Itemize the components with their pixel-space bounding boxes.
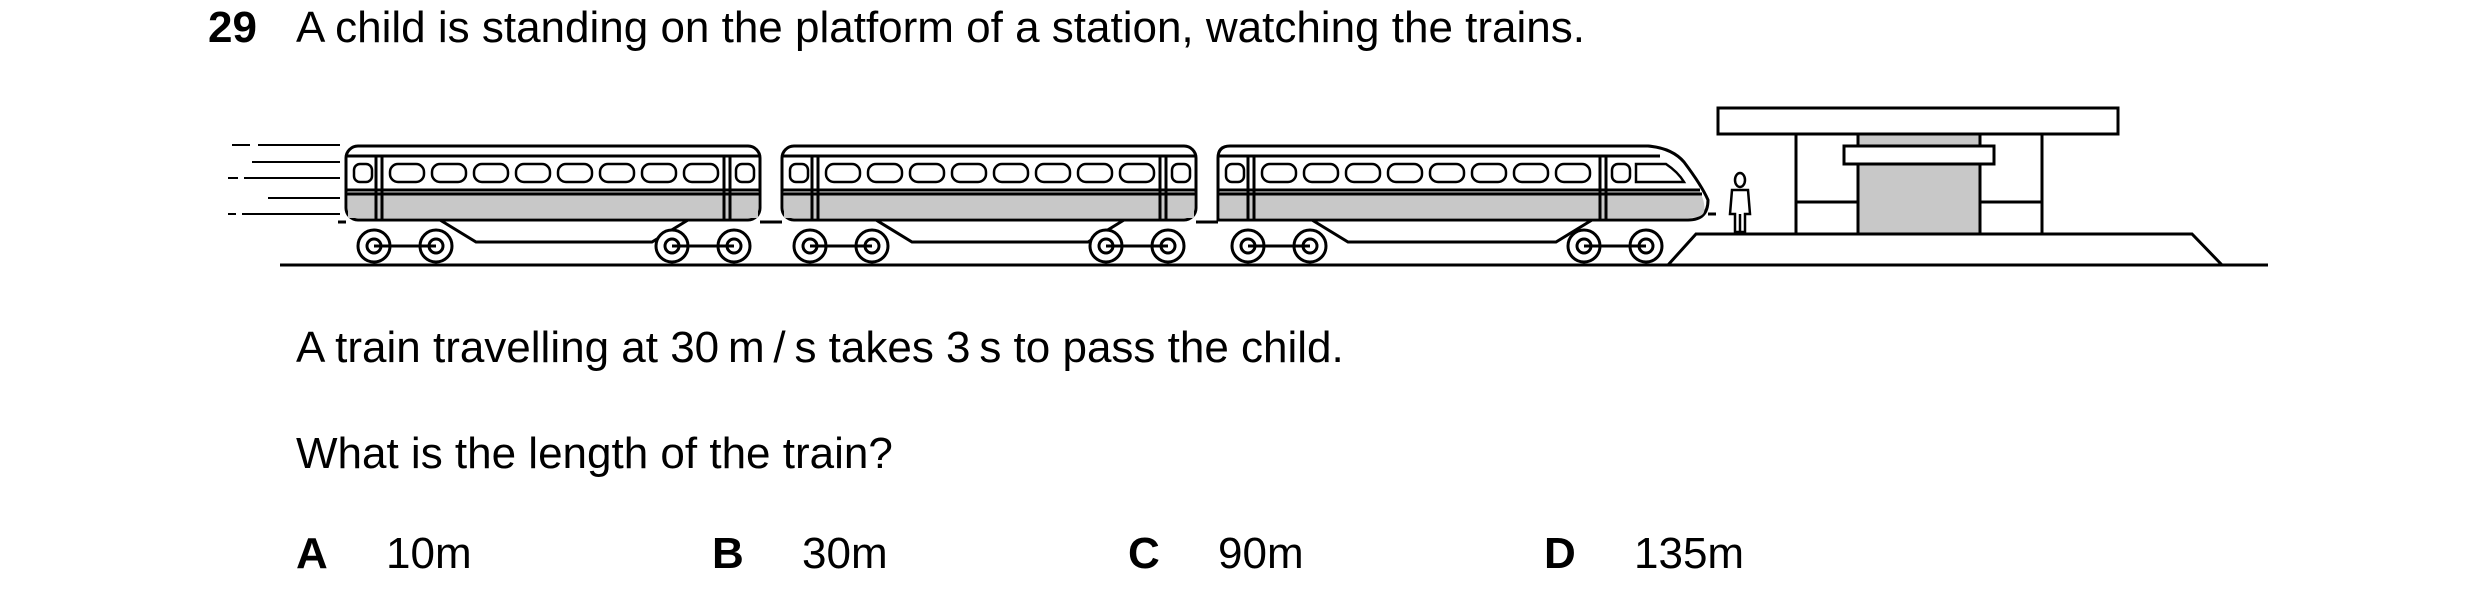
child-figure (1728, 171, 1752, 234)
question-prompt: What is the length of the train? (296, 429, 893, 478)
option-letter: A (296, 529, 328, 578)
option-letter: C (1128, 529, 1160, 578)
option-value: 90m (1218, 529, 1304, 578)
option-a[interactable]: A 10m (296, 528, 472, 580)
train-wheels (356, 228, 1664, 264)
option-value: 10m (386, 529, 472, 578)
option-letter: B (712, 529, 744, 578)
train-locomotive (1196, 144, 1716, 244)
option-letter: D (1544, 529, 1576, 578)
train-car-2 (760, 144, 1198, 244)
option-b[interactable]: B 30m (712, 528, 888, 580)
train-car-1 (338, 144, 762, 244)
option-value: 30m (802, 529, 888, 578)
option-c[interactable]: C 90m (1128, 528, 1304, 580)
train-station-illustration (228, 106, 2268, 267)
given-statement: A train travelling at 30 m / s takes 3 s… (296, 323, 1344, 372)
option-value: 135m (1634, 529, 1745, 578)
question-number: 29 (208, 3, 257, 52)
speed-lines (228, 144, 340, 215)
platform (1666, 232, 2224, 267)
station-building (1716, 106, 2120, 236)
question-intro: A child is standing on the platform of a… (296, 3, 1585, 52)
option-d[interactable]: D 135m (1544, 528, 1744, 580)
